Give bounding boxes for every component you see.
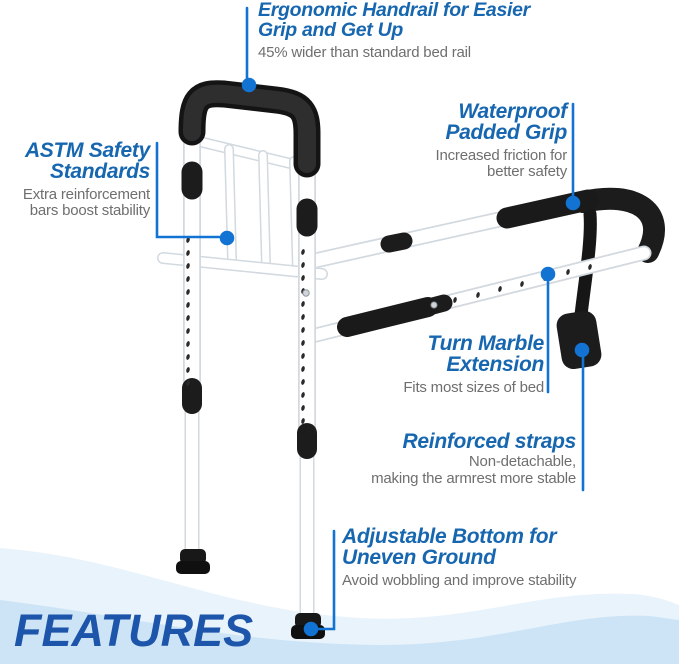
callout-subtitle: Fits most sizes of bed	[364, 378, 544, 397]
callout-turn-marble-extension: Turn Marble Extension Fits most sizes of…	[364, 333, 544, 396]
callout-reinforced-straps: Reinforced straps Non-detachable, making…	[296, 431, 576, 487]
callout-title: Waterproof Padded Grip	[387, 101, 567, 144]
callout-title-line: Reinforced straps	[402, 430, 577, 453]
end-corner-grip	[572, 187, 665, 263]
callout-subtitle-line: Avoid wobbling and improve stability	[342, 571, 577, 589]
callout-subtitle-line: bars boost stability	[29, 202, 150, 220]
leader-dot-reinforced	[574, 342, 590, 358]
leader-line-astm	[155, 141, 221, 239]
callout-subtitle-line: making the armrest more stable	[371, 469, 576, 487]
callout-waterproof-grip: Waterproof Padded Grip Increased frictio…	[387, 101, 568, 181]
callout-subtitle-line: better safety	[487, 163, 567, 181]
screw	[302, 289, 310, 297]
leader-dot-waterproof	[565, 195, 581, 211]
left-post	[181, 119, 203, 564]
wave-band-main	[0, 600, 679, 664]
left-foot	[176, 549, 210, 574]
callout-title: Turn Marble Extension	[364, 332, 545, 377]
callout-title-line: Extension	[446, 353, 544, 377]
callout-title: Reinforced straps	[296, 430, 577, 453]
callout-subtitle-line: Fits most sizes of bed	[403, 378, 544, 396]
handrail-grip	[178, 80, 321, 178]
screw	[430, 301, 438, 309]
callout-subtitle-line: 45% wider than standard bed rail	[258, 43, 471, 61]
callout-title-line: Waterproof	[458, 100, 567, 123]
telescoping-collar	[380, 232, 413, 253]
callout-title-line: ASTM Safety	[24, 139, 150, 162]
leader-line-adjustable	[315, 529, 336, 631]
leader-dot-ergonomic	[241, 77, 257, 93]
callout-adjustable-bottom: Adjustable Bottom for Uneven Ground Avoi…	[342, 526, 642, 589]
callout-title-line: Turn Marble	[427, 332, 545, 355]
callout-astm-safety: ASTM Safety Standards Extra reinforcemen…	[0, 140, 150, 220]
leader-dot-turn-marble	[540, 266, 556, 282]
callout-subtitle: Extra reinforcement bars boost stability	[0, 185, 150, 220]
callout-title: Ergonomic Handrail for Easier Grip and G…	[258, 0, 568, 41]
callout-title-line: Grip and Get Up	[258, 18, 404, 41]
callout-title-line: Standards	[50, 160, 150, 184]
lower-padded-grip	[337, 297, 438, 337]
callout-subtitle-line: Non-detachable,	[468, 453, 576, 471]
callout-subtitle: Non-detachable, making the armrest more …	[296, 454, 576, 487]
right-post	[296, 153, 318, 628]
callout-subtitle-line: Extra reinforcement	[22, 185, 150, 203]
callout-title-line: Padded Grip	[445, 121, 567, 145]
callout-leaders	[155, 6, 590, 637]
callout-subtitle: Avoid wobbling and improve stability	[342, 571, 642, 590]
callout-title-line: Uneven Ground	[342, 546, 496, 570]
callout-title: ASTM Safety Standards	[0, 140, 150, 183]
callout-subtitle-line: Increased friction for	[435, 146, 568, 164]
callout-title-line: Ergonomic Handrail for Easier	[258, 0, 530, 21]
leader-dot-adjustable	[303, 621, 319, 637]
callout-ergonomic-handrail: Ergonomic Handrail for Easier Grip and G…	[258, 0, 568, 62]
features-title: FEATURES	[14, 605, 254, 656]
leader-dot-astm	[219, 230, 235, 246]
callout-subtitle: Increased friction for better safety	[387, 146, 568, 181]
callout-title-line: Adjustable Bottom for	[342, 525, 557, 548]
callout-subtitle: 45% wider than standard bed rail	[258, 43, 568, 62]
callout-title: Adjustable Bottom for Uneven Ground	[342, 526, 642, 569]
wave-background	[0, 548, 679, 664]
